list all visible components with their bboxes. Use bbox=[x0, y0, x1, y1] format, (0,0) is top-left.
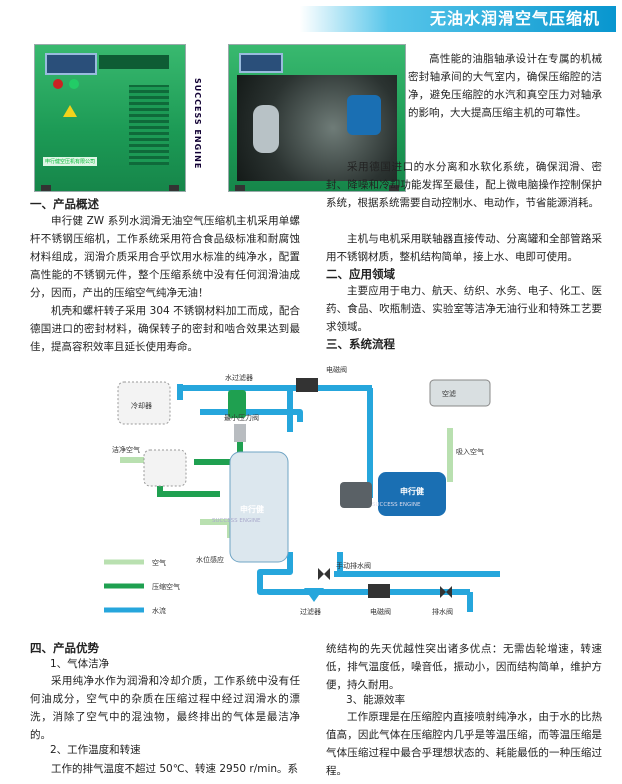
cabinet-foot-right bbox=[169, 185, 179, 191]
solenoid-valve-bottom-icon bbox=[368, 584, 390, 598]
water-filter-icon bbox=[228, 390, 246, 418]
warning-label-icon bbox=[63, 105, 77, 117]
drain-valve-label: 排水阀 bbox=[432, 607, 453, 616]
start-button-icon bbox=[69, 79, 79, 89]
cooler-icon bbox=[117, 381, 171, 425]
min-pressure-valve-label: 最小压力阀 bbox=[224, 413, 259, 422]
motor-icon bbox=[347, 95, 381, 135]
clean-air-label: 洁净空气 bbox=[112, 445, 140, 454]
solenoid-bottom-label: 电磁阀 bbox=[370, 607, 391, 616]
air-filter-label: 空滤 bbox=[442, 389, 456, 398]
tank-brand-en: SUCCESS ENGINE bbox=[212, 518, 261, 524]
section-heading-advantages: 四、产品优势 bbox=[30, 641, 99, 655]
drain-valve-icon bbox=[440, 586, 452, 598]
min-pressure-valve-icon bbox=[234, 424, 246, 442]
water-pipe-bottom bbox=[257, 552, 470, 595]
solenoid-top-label: 电磁阀 bbox=[326, 365, 347, 374]
filter-label: 过滤器 bbox=[300, 607, 321, 616]
cabinet-foot-left bbox=[41, 185, 51, 191]
legend-label-water: 水流 bbox=[152, 606, 166, 615]
separator-tank-icon bbox=[253, 105, 279, 153]
cabinet-foot-right bbox=[389, 185, 399, 191]
side-vent-icon bbox=[129, 85, 169, 165]
manual-drain-label: 手动排水阀 bbox=[336, 561, 371, 570]
compressor-open-photo bbox=[228, 44, 406, 192]
vent-grille-icon bbox=[99, 55, 169, 69]
advantage-2-heading: 2、工作温度和转速 bbox=[50, 744, 141, 756]
section-heading-applications: 二、应用领域 bbox=[326, 267, 395, 281]
system-flow-svg: 冷却器 水过滤器 电磁阀 空滤 最小压力阀 洁净空气 吸入空气 申行健 SUCC… bbox=[104, 365, 500, 616]
flow-legend: 空气 压缩空气 水流 bbox=[104, 558, 180, 615]
overview-paragraph-1: 申行健 ZW 系列水润滑无油空气压缩机主机采用单螺杆不锈钢压缩机，工作系统采用符… bbox=[30, 215, 300, 299]
compressor-head-icon bbox=[340, 482, 372, 508]
banner-title: 无油水润滑空气压缩机 bbox=[300, 6, 616, 32]
system-flow-diagram: 冷却器 水过滤器 电磁阀 空滤 最小压力阀 洁净空气 吸入空气 申行健 SUCC… bbox=[100, 362, 520, 620]
compressor-front-photo: 申行健空压机有限公司 bbox=[34, 44, 186, 192]
overview-paragraph-2: 机壳和螺杆转子采用 304 不锈钢材料加工而成，配合德国进口的密封材料，确保转子… bbox=[30, 305, 300, 353]
control-display-icon bbox=[45, 53, 97, 75]
solenoid-valve-top-icon bbox=[296, 378, 318, 392]
brand-vertical-text: SUCCESS ENGINE bbox=[193, 78, 202, 170]
motor-icon bbox=[378, 472, 446, 516]
section-heading-overview: 一、产品概述 bbox=[30, 197, 99, 211]
energy-efficiency-paragraph: 工作原理是在压缩腔内直接喷射纯净水，由于水的比热值高，因此气体在压缩腔内几乎是等… bbox=[326, 711, 602, 777]
air-filter-icon bbox=[429, 379, 491, 407]
air-pipe-level bbox=[200, 519, 233, 538]
legend-label-air: 空气 bbox=[152, 558, 166, 567]
advantage-3-heading: 3、能源效率 bbox=[346, 694, 406, 706]
cooler-label: 冷却器 bbox=[131, 401, 152, 410]
direct-drive-paragraph: 主机与电机采用联轴器直接传动、分离罐和全部管路采用不锈钢材质，整机结构简单，接上… bbox=[326, 233, 602, 263]
advantage-2-paragraph: 工作的排气温度不超过 50℃、转速 2950 r/min。系 bbox=[51, 763, 299, 775]
advantage-1-heading: 1、气体洁净 bbox=[50, 658, 110, 670]
structure-benefits-paragraph: 统结构的先天优越性突出诸多优点：无需齿轮增速，转速低，排气温度低，噪音低，振动小… bbox=[326, 643, 602, 691]
separator-tank-icon bbox=[229, 451, 289, 563]
cabinet-foot-left bbox=[235, 185, 245, 191]
applications-paragraph: 主要应用于电力、航天、纺织、水务、电子、化工、医药、食品、吹瓶制造、实验室等洁净… bbox=[326, 285, 602, 333]
water-filter-label: 水过滤器 bbox=[225, 373, 253, 382]
control-display-icon bbox=[239, 53, 283, 73]
tank-brand-cn: 申行健 bbox=[240, 504, 264, 514]
motor-brand-cn: 申行健 bbox=[400, 486, 424, 496]
emergency-stop-icon bbox=[53, 79, 63, 89]
water-level-sensor-label: 水位感应 bbox=[196, 555, 224, 564]
intake-air-label: 吸入空气 bbox=[456, 447, 484, 456]
manual-drain-valve-icon bbox=[318, 568, 330, 580]
section-heading-system-flow: 三、系统流程 bbox=[326, 337, 395, 351]
motor-brand-en: SUCCESS ENGINE bbox=[372, 502, 421, 508]
air-cooler-icon bbox=[143, 449, 187, 487]
bearing-design-paragraph: 高性能的油脂轴承设计在专属的机械密封轴承间的大气室内，确保压缩腔的洁净，避免压缩… bbox=[408, 53, 602, 119]
advantage-1-paragraph: 采用纯净水作为润滑和冷却介质，工作系统中没有任何油成分，空气中的杂质在压缩过程中… bbox=[30, 675, 300, 741]
legend-label-compressed-air: 压缩空气 bbox=[152, 582, 180, 591]
water-separation-paragraph: 采用德国进口的水分离和水软化系统，确保润滑、密封、降噪和冷却功能发挥至最佳，配上… bbox=[326, 161, 602, 209]
nameplate-text: 申行健空压机有限公司 bbox=[43, 157, 98, 166]
filter-icon bbox=[304, 588, 324, 602]
